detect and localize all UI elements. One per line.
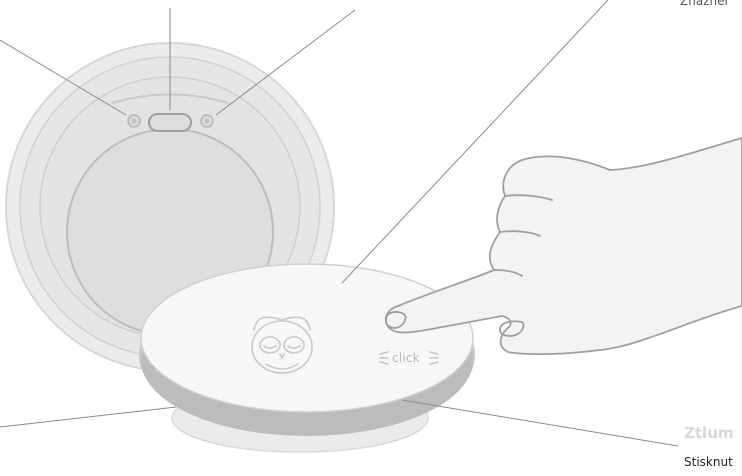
leader-line-base (0, 407, 176, 427)
top-right-label: Znázner (680, 0, 729, 8)
front-device-alarm-disc (139, 264, 475, 452)
pressing-hand (386, 138, 742, 354)
usb-port-icon (149, 114, 191, 131)
click-label: click (392, 351, 420, 365)
leader-line-ring (402, 400, 678, 446)
bottom-right-title: Ztlum (684, 424, 734, 442)
bottom-right-description: Stisknut (684, 455, 733, 469)
